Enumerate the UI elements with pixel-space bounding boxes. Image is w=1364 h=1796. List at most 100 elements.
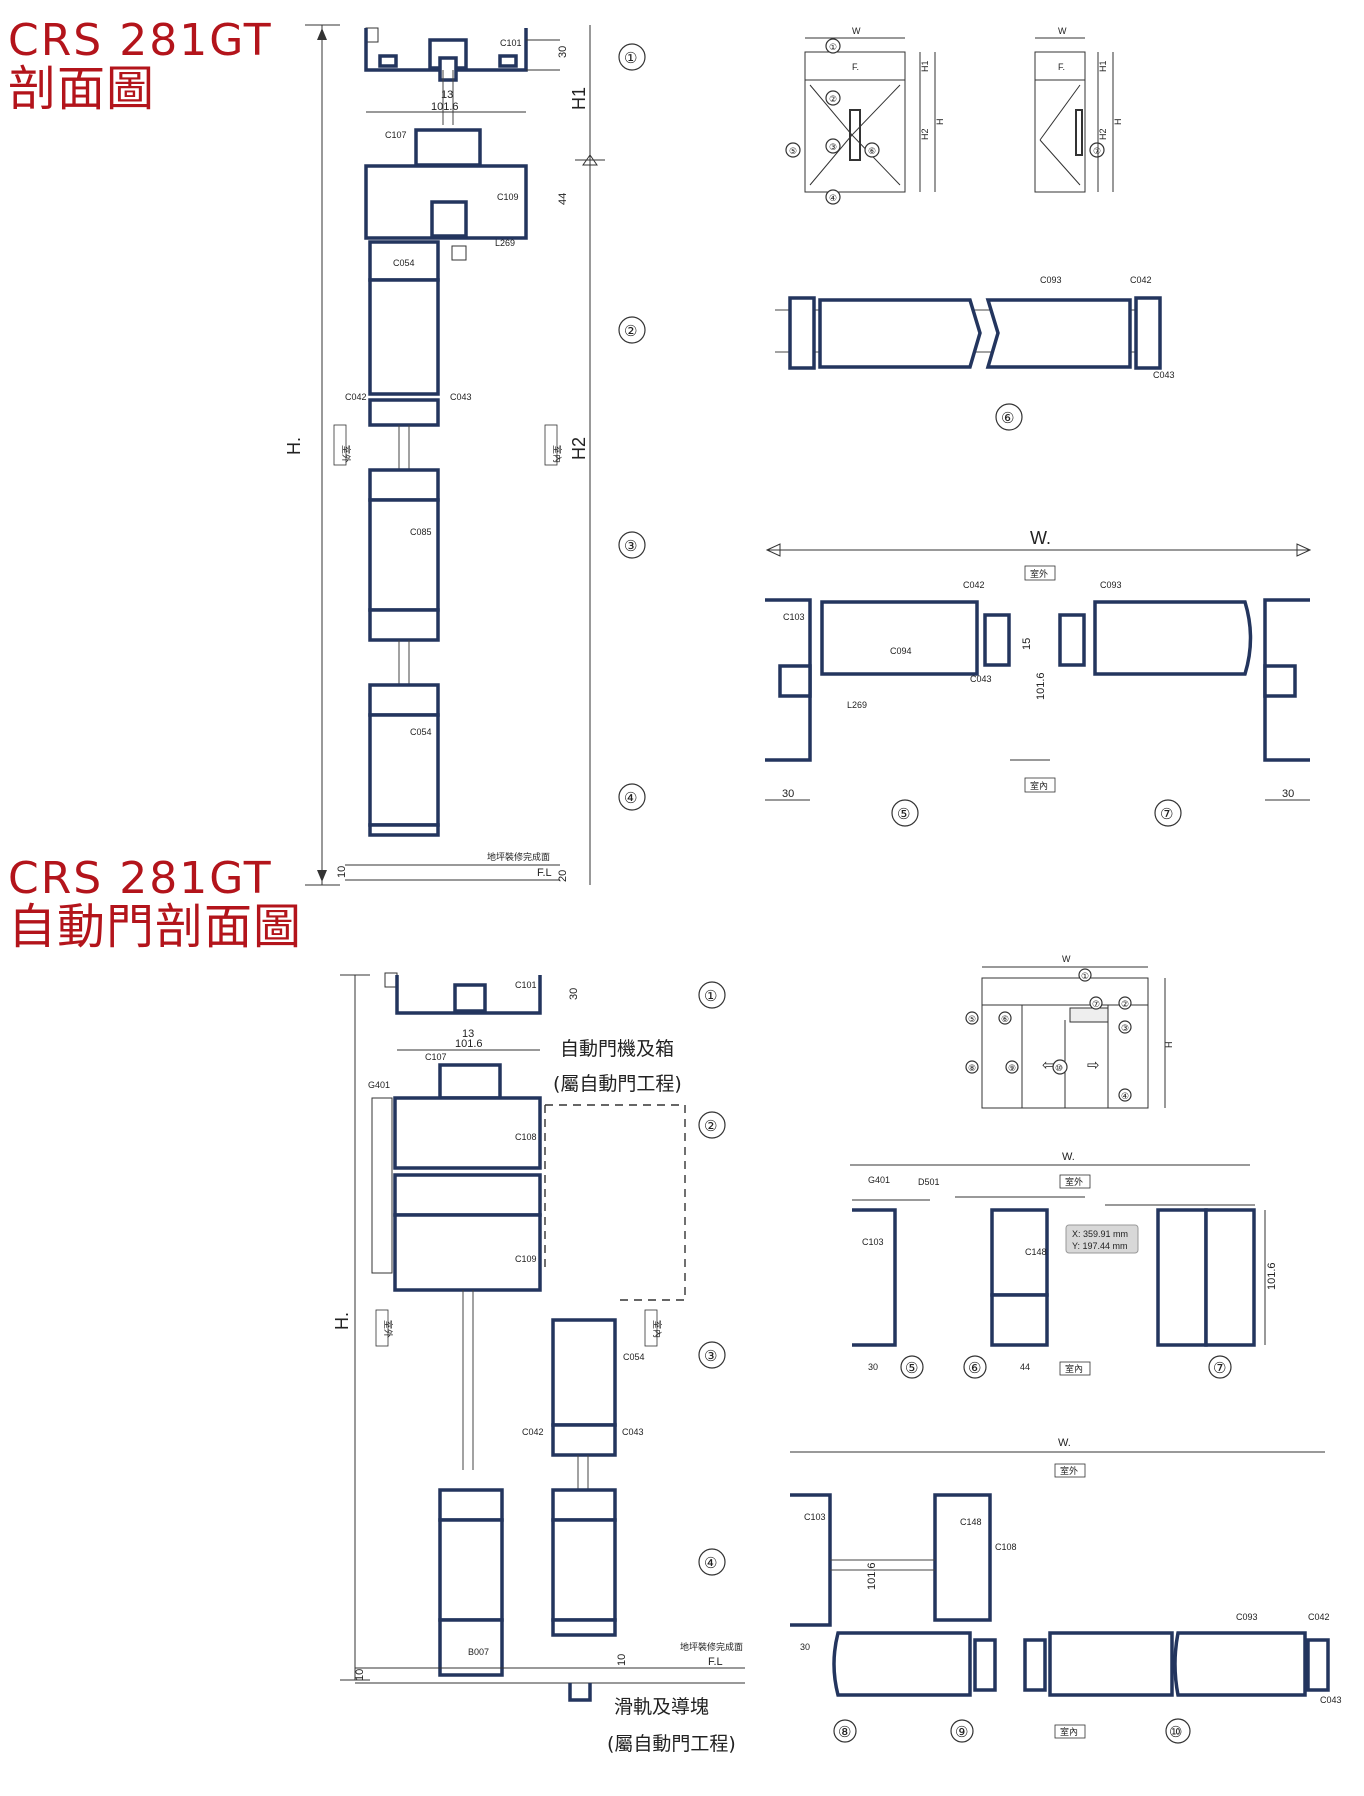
s2-tooltip-x: X: 359.91 mm	[1072, 1229, 1128, 1239]
s2-note-track-sub: (屬自動門工程)	[607, 1733, 736, 1755]
s2-dim-101-6-b: 101.6	[866, 1562, 878, 1590]
s1-label-c042-c: C042	[963, 580, 985, 590]
s2-dim-101-6: 101.6	[455, 1038, 483, 1050]
s2-room-outside-v: 室外	[383, 1320, 394, 1338]
s2-dim-H-overall: H.	[332, 1312, 352, 1330]
s2-callout-7: ⑦	[1208, 1355, 1232, 1379]
s2-section-5-6-7: W. G401 D501 室外 C103 C148 X: 359.91 mm Y…	[850, 1151, 1278, 1379]
s1-floor-line: F.L	[537, 867, 552, 879]
s1-callout-4: ④	[618, 783, 646, 811]
s2-callout-10: ⑩	[1165, 1718, 1191, 1744]
s1-label-c043: C043	[450, 392, 472, 402]
s1-callout-3-mini: ③	[825, 138, 841, 154]
s2-label-c148: C148	[1025, 1247, 1047, 1257]
s2-tooltip-y: Y: 197.44 mm	[1072, 1241, 1128, 1251]
svg-text:②: ②	[704, 1118, 717, 1135]
s2-room-outside-h1: 室外	[1065, 1176, 1083, 1187]
s1-callout-4-mini: ④	[825, 189, 841, 205]
svg-text:⑨: ⑨	[955, 1724, 968, 1741]
section1-title-model: CRS 281GT	[8, 15, 273, 66]
svg-text:③: ③	[704, 1348, 717, 1365]
s2-callout-5-mini: ⑤	[965, 1011, 979, 1025]
s1-elev-dim-w1: W	[852, 26, 861, 36]
s2-dim-30-a: 30	[868, 1362, 878, 1372]
s1-label-c042-b: C042	[1130, 275, 1152, 285]
s1-dim-20: 20	[557, 870, 569, 882]
svg-text:③: ③	[829, 142, 837, 152]
s2-vertical-section: H. C101 30 13 101.6 自動門機及箱 (屬自動門工程) C107…	[332, 972, 745, 1755]
svg-text:②: ②	[1121, 999, 1129, 1009]
s1-dim-H-overall: H.	[284, 437, 304, 455]
section2-title-model: CRS 281GT	[8, 853, 273, 904]
s2-label-c108-b: C108	[995, 1542, 1017, 1552]
s1-dim-W-main: W.	[1030, 528, 1051, 548]
s1-dim-10: 10	[336, 866, 348, 878]
s1-label-c107: C107	[385, 130, 407, 140]
s2-callout-3: ③	[698, 1341, 726, 1369]
s1-callout-5-mini: ⑤	[785, 142, 801, 158]
s1-dim-H2: H2	[569, 437, 589, 460]
svg-text:⑤: ⑤	[905, 1360, 918, 1377]
svg-text:⑧: ⑧	[838, 1724, 851, 1741]
s1-callout-6: ⑥	[995, 403, 1023, 431]
s1-elevation-double: W F. ① ② ③ ④ ⑤ ⑥ H1 H2 H	[785, 26, 945, 205]
s2-dim-30-b: 30	[800, 1642, 810, 1652]
s1-room-inside-h: 室內	[1030, 780, 1048, 791]
s2-floor-line: F.L	[708, 1656, 723, 1668]
svg-text:⑤: ⑤	[968, 1014, 976, 1024]
s2-room-inside-h2: 室內	[1060, 1726, 1078, 1737]
svg-text:⑧: ⑧	[968, 1063, 976, 1073]
svg-text:⑥: ⑥	[868, 146, 876, 156]
s2-callout-7-mini: ⑦	[1089, 996, 1103, 1010]
s2-label-c148-b: C148	[960, 1517, 982, 1527]
s1-dim-13: 13	[441, 89, 453, 101]
s1-elev-dim-h-a: H	[935, 119, 945, 126]
svg-text:⑤: ⑤	[897, 806, 910, 823]
s1-label-l269-b: L269	[847, 700, 867, 710]
svg-text:⑥: ⑥	[1001, 410, 1014, 427]
s1-label-c054-a: C054	[393, 258, 415, 268]
s1-label-c054-b: C054	[410, 727, 432, 737]
s2-label-c043-b: C043	[1320, 1695, 1342, 1705]
s2-elev-dim-w: W	[1062, 954, 1071, 964]
s1-dim-101-6: 101.6	[431, 101, 459, 113]
s2-note-track: 滑軌及導塊	[614, 1696, 709, 1718]
s2-elevation: W ⇦ ⇨ H ① ② ③ ④ ⑤ ⑥ ⑦ ⑧ ⑨ ⑩	[965, 954, 1174, 1109]
s1-section-6: C093 C042 C043 ⑥	[775, 275, 1175, 431]
s1-dim-30-right: 30	[1282, 788, 1294, 800]
s1-dim-101-6-b: 101.6	[1035, 672, 1047, 700]
svg-text:①: ①	[829, 42, 837, 52]
s1-callout-7-mini: ⑦	[1089, 142, 1105, 158]
svg-text:⑦: ⑦	[1092, 999, 1100, 1009]
s1-label-c042: C042	[345, 392, 367, 402]
svg-text:⑦: ⑦	[1093, 146, 1101, 156]
s2-callout-4-mini: ④	[1118, 1088, 1132, 1102]
s1-elev-dim-w2: W	[1058, 26, 1067, 36]
s1-floor-note: 地坪裝修完成面	[487, 851, 550, 862]
svg-text:⑩: ⑩	[1055, 1063, 1063, 1073]
s2-note-operator-sub: (屬自動門工程)	[553, 1073, 682, 1095]
s1-label-c109: C109	[497, 192, 519, 202]
s2-callout-5: ⑤	[900, 1355, 924, 1379]
s1-elev-dim-h2-a: H2	[920, 128, 930, 140]
s2-callout-4: ④	[698, 1548, 726, 1576]
svg-text:④: ④	[624, 790, 637, 807]
s1-dim-30-left: 30	[782, 788, 794, 800]
svg-text:⑤: ⑤	[789, 146, 797, 156]
s1-label-c094: C094	[890, 646, 912, 656]
s2-callout-2-mini: ②	[1118, 996, 1132, 1010]
svg-text:②: ②	[829, 94, 837, 104]
s2-label-c103: C103	[862, 1237, 884, 1247]
s1-callout-6-mini: ⑥	[864, 142, 880, 158]
s1-room-inside-v: 室內	[552, 445, 563, 463]
s1-label-c043-b: C043	[1153, 370, 1175, 380]
svg-text:⑨: ⑨	[1008, 1063, 1016, 1073]
s2-label-c101: C101	[515, 980, 537, 990]
s1-dim-44: 44	[557, 193, 569, 205]
svg-text:④: ④	[829, 193, 837, 203]
s2-elev-dim-h: H	[1164, 1042, 1174, 1049]
s2-label-c042: C042	[522, 1427, 544, 1437]
s2-dim-44: 44	[1020, 1362, 1030, 1372]
s2-dim-10-b: 10	[616, 1654, 628, 1666]
